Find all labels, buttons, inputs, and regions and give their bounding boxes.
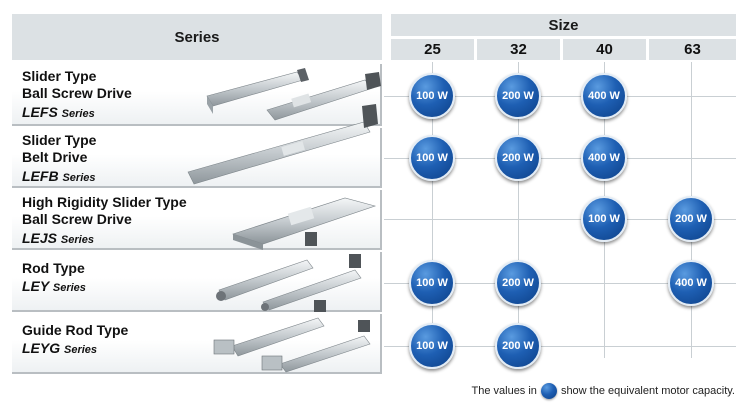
size-col-25: 25 [391,39,474,60]
footnote-text-before: The values in [471,385,537,397]
row-title: Slider Type Ball Screw Drive [22,68,132,101]
series-name: LEJS Series [22,230,94,246]
series-header-label: Series [174,28,220,46]
leyg-actuator-image [213,300,371,373]
series-name: LEYG Series [22,340,98,356]
capacity-badge: 200 W [668,196,714,242]
grid-row-leyg [384,346,736,347]
capacity-badge: 100 W [409,135,455,181]
lefb-actuator-image [187,104,378,185]
grid-row-ley [384,283,736,284]
lejs-actuator-image [232,197,377,250]
badge-legend-icon [540,383,557,399]
series-name: LEFS Series [22,104,95,120]
capacity-badge: 400 W [581,73,627,119]
capacity-badge: 200 W [495,323,541,369]
size-col-32: 32 [477,39,560,60]
size-col-63: 63 [649,39,736,60]
size-header-label: Size [548,16,579,34]
capacity-badge: 100 W [581,196,627,242]
capacity-badge: 100 W [409,73,455,119]
row-title: High Rigidity Slider Type Ball Screw Dri… [22,194,187,227]
series-header: Series [12,14,382,60]
series-name: LEFB Series [22,168,96,184]
series-name: LEY Series [22,278,86,294]
size-col-40: 40 [563,39,646,60]
capacity-badge: 100 W [409,260,455,306]
row-title: Slider Type Belt Drive [22,132,97,165]
ley-actuator-image [216,232,362,311]
grid-row-lefs [384,96,736,97]
capacity-badge: 200 W [495,73,541,119]
grid-col-32 [518,62,519,358]
capacity-badge: 400 W [581,135,627,181]
grid-col-25 [432,62,433,358]
capacity-badge: 400 W [668,260,714,306]
lefs-actuator-image [206,68,381,121]
capacity-badge: 100 W [409,323,455,369]
capacity-badge: 200 W [495,260,541,306]
row-lejs: High Rigidity Slider Type Ball Screw Dri… [12,190,382,250]
footnote: The values in show the equivalent motor … [471,383,735,399]
size-header: Size [391,14,736,36]
capacity-badge: 200 W [495,135,541,181]
grid-row-lejs [384,219,736,220]
row-leyg: Guide Rod Type LEYG Series [12,300,382,374]
row-title: Rod Type [22,260,85,276]
footnote-text-after: show the equivalent motor capacity. [560,385,735,397]
row-lefs: Slider Type Ball Screw Drive LEFS Series [12,64,382,126]
grid-row-lefb [384,158,736,159]
row-lefb: Slider Type Belt Drive LEFB Series [12,104,382,188]
row-title: Guide Rod Type [22,322,129,338]
